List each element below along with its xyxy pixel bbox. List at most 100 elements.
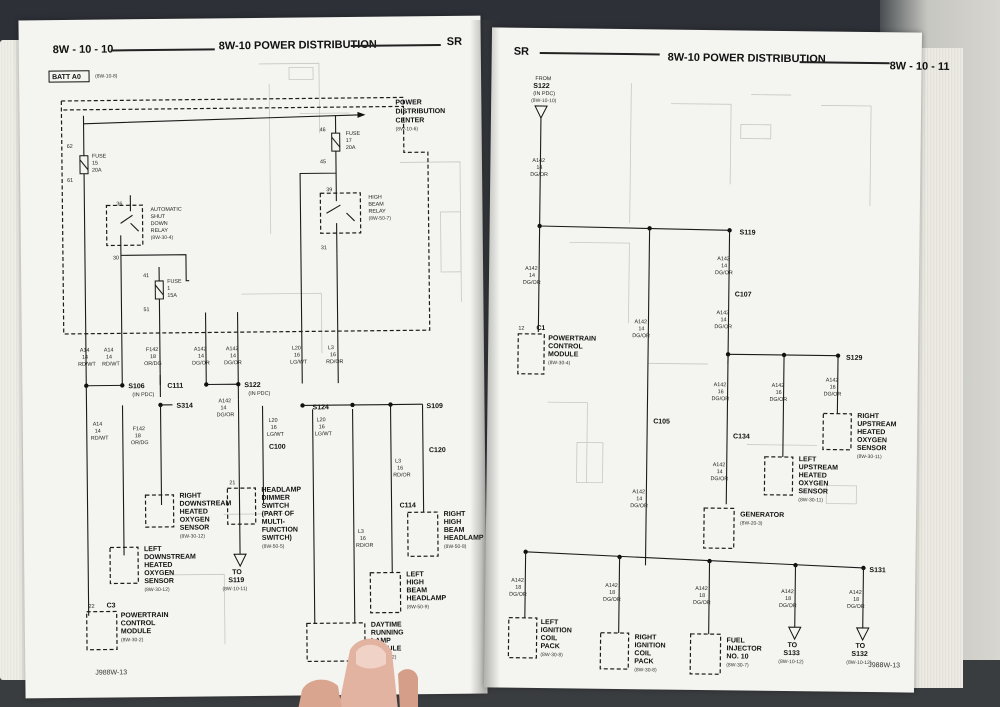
svg-text:LG/WT: LG/WT — [315, 431, 333, 437]
right-coil-box — [599, 632, 630, 670]
svg-text:LG/WT: LG/WT — [290, 359, 308, 365]
svg-text:COIL: COIL — [541, 635, 559, 642]
svg-text:A142: A142 — [194, 346, 207, 352]
svg-text:14: 14 — [221, 405, 227, 411]
svg-text:PACK: PACK — [540, 643, 559, 650]
svg-text:HIGH: HIGH — [444, 519, 462, 526]
splice-s314: S314 — [176, 403, 193, 410]
svg-text:DAYTIME: DAYTIME — [371, 621, 402, 628]
svg-text:OR/DG: OR/DG — [144, 361, 162, 367]
svg-text:21: 21 — [229, 480, 235, 486]
ghost-bleed-through — [164, 62, 462, 645]
svg-text:OXYGEN: OXYGEN — [857, 437, 887, 444]
fuse15-b: 15 — [92, 161, 98, 167]
headlamp-dimmer-box — [226, 487, 257, 525]
svg-text:14: 14 — [638, 326, 644, 332]
svg-text:FUEL: FUEL — [727, 637, 746, 644]
svg-text:TO: TO — [855, 643, 865, 650]
fuse15-c: 20A — [92, 168, 102, 174]
svg-text:16: 16 — [718, 389, 724, 395]
svg-text:A142: A142 — [714, 382, 727, 388]
splice-s122: S122 — [244, 382, 261, 389]
svg-text:INJECTOR: INJECTOR — [726, 645, 761, 652]
svg-text:(8W-50-5): (8W-50-5) — [262, 544, 285, 550]
svg-text:A142: A142 — [826, 378, 839, 384]
svg-text:HEATED: HEATED — [180, 508, 208, 515]
svg-text:DG/OR: DG/OR — [847, 604, 865, 610]
svg-text:RIGHT: RIGHT — [857, 413, 880, 420]
svg-text:16: 16 — [776, 390, 782, 396]
connector-c114: C114 — [400, 502, 417, 509]
svg-text:C1: C1 — [536, 325, 545, 332]
svg-text:(8W-10-10): (8W-10-10) — [531, 98, 557, 104]
svg-text:GENERATOR: GENERATOR — [740, 511, 784, 519]
hb-relay-2: BEAM — [368, 202, 384, 208]
svg-text:RIGHT: RIGHT — [635, 634, 658, 641]
svg-text:A14: A14 — [80, 348, 90, 354]
svg-text:(8W-30-4): (8W-30-4) — [548, 360, 571, 366]
svg-text:LEFT: LEFT — [144, 546, 162, 553]
svg-text:DG/OR: DG/OR — [509, 592, 527, 598]
wire-labels-mid: A14 14 RD/WT F142 18 OR/DG A142 14 DG/OR… — [91, 398, 411, 549]
hb-relay-4: (8W-50-7) — [369, 216, 392, 222]
pin-62: 62 — [67, 144, 73, 150]
svg-text:L3: L3 — [395, 458, 401, 464]
svg-text:(8W-20-3): (8W-20-3) — [740, 520, 763, 526]
svg-text:(PART OF: (PART OF — [262, 511, 295, 518]
generator-box — [703, 507, 735, 549]
pin-51: 51 — [143, 307, 149, 313]
splice-s122-sub: (IN PDC) — [248, 391, 270, 397]
svg-text:BEAM: BEAM — [406, 587, 427, 594]
svg-text:DG/OR: DG/OR — [711, 476, 729, 482]
svg-text:DG/OR: DG/OR — [714, 324, 732, 330]
svg-text:RUNNING: RUNNING — [371, 629, 404, 636]
svg-text:14: 14 — [82, 355, 88, 361]
fuse15-a: FUSE — [92, 154, 107, 160]
svg-text:14: 14 — [717, 469, 723, 475]
svg-text:SENSOR: SENSOR — [144, 578, 174, 585]
svg-text:RD/OR: RD/OR — [356, 543, 374, 549]
connector-c134: C134 — [733, 433, 750, 440]
svg-text:DG/OR: DG/OR — [192, 360, 210, 366]
battery-label: BATT A0 — [52, 74, 81, 81]
connector-c120: C120 — [429, 447, 446, 454]
svg-text:UPSTREAM: UPSTREAM — [799, 464, 839, 471]
pcm-box-left — [86, 610, 118, 651]
pdc-title-3: CENTER — [395, 117, 424, 124]
pdc-title-1: POWER — [395, 99, 422, 106]
svg-text:F142: F142 — [133, 426, 145, 432]
asd-relay-4: RELAY — [151, 228, 169, 234]
svg-text:16: 16 — [397, 465, 403, 471]
svg-text:A142: A142 — [511, 578, 524, 584]
fuse17-a: FUSE — [346, 131, 361, 137]
svg-text:CONTROL: CONTROL — [548, 343, 583, 350]
left-downstream-o2-box — [109, 546, 139, 585]
svg-text:16: 16 — [319, 424, 325, 430]
svg-text:LEFT: LEFT — [541, 619, 559, 626]
battery-ref: (8W-10-8) — [95, 73, 118, 79]
svg-text:C3: C3 — [107, 602, 116, 609]
splice-s124: S124 — [312, 404, 329, 411]
svg-text:DG/OR: DG/OR — [779, 603, 797, 609]
right-upstream-o2-box — [822, 412, 852, 451]
svg-text:S132: S132 — [851, 651, 868, 658]
svg-text:POWERTRAIN: POWERTRAIN — [548, 335, 596, 343]
left-upstream-o2-box — [763, 456, 794, 496]
svg-text:RIGHT: RIGHT — [444, 511, 467, 518]
svg-text:14: 14 — [529, 273, 535, 279]
svg-text:16: 16 — [294, 353, 300, 359]
svg-text:SENSOR: SENSOR — [857, 445, 887, 452]
svg-text:DG/OR: DG/OR — [693, 600, 711, 606]
svg-text:A14: A14 — [104, 347, 114, 353]
svg-text:SENSOR: SENSOR — [180, 524, 210, 531]
connector-c107: C107 — [735, 291, 752, 298]
right-high-beam-box — [407, 511, 439, 557]
svg-text:18: 18 — [785, 596, 791, 602]
svg-text:18: 18 — [609, 590, 615, 596]
connector-c105: C105 — [653, 418, 670, 425]
svg-text:(8W-30-11): (8W-30-11) — [798, 497, 823, 503]
from-s122-arrow — [534, 105, 548, 120]
svg-text:14: 14 — [536, 165, 542, 171]
svg-text:DOWNSTREAM: DOWNSTREAM — [180, 500, 232, 508]
